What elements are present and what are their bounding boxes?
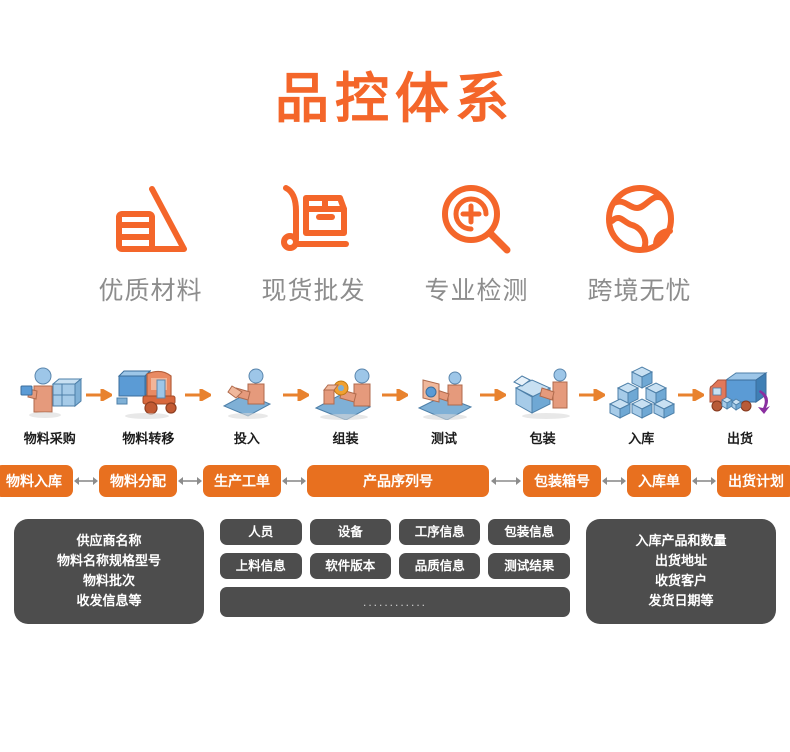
flow-arrow-icon [578,364,605,426]
double-arrow-icon [691,476,717,486]
flow-step-label: 出货 [727,430,754,446]
feature-item-quality-material: 优质材料 [69,174,232,306]
globe-icon [558,174,721,266]
delivery-truck-art [704,358,776,420]
tag-inbound-order[interactable]: 入库单 [627,464,691,497]
flow-step-label: 测试 [431,430,458,446]
detail-line: 入库产品和数量 [635,532,727,548]
detail-panel-shipping: 入库产品和数量 出货地址 收货客户 发货日期等 [585,518,777,625]
feature-item-stock-wholesale: 现货批发 [232,174,395,306]
feature-item-professional-testing: 专业检测 [395,174,558,306]
flow-step-warehousing: 入库 [605,358,677,447]
detail-panel-material: 供应商名称 物料名称规格型号 物料批次 收发信息等 [14,518,205,625]
stacked-boxes-art [605,358,677,420]
double-arrow-icon [73,476,99,486]
double-arrow-icon [281,476,307,486]
flow-step-label: 物料采购 [23,430,76,446]
flow-step-label: 物料转移 [122,430,175,446]
flow-step-label: 包装 [529,430,556,446]
hand-truck-box-icon [232,174,395,266]
double-arrow-icon [601,476,627,486]
magnifier-plus-icon [395,174,558,266]
tag-package-case-number[interactable]: 包装箱号 [523,464,601,497]
worker-feeding-art [211,358,283,420]
flow-arrow-icon [184,364,211,426]
detail-line: 收货客户 [654,572,707,588]
double-arrow-icon [489,476,523,486]
flow-step-label: 组装 [332,430,359,446]
flow-step-label: 入库 [628,430,655,446]
page-title: 品控体系 [275,69,515,129]
feature-highlights: 优质材料 现货批发 专业检测 [0,174,790,306]
worker-scanning-materials-art [14,358,86,420]
assembly-line-art [310,358,382,420]
detail-more-bar: ............ [220,586,570,617]
detail-tag-grid: 人员 设备 工序信息 包装信息 上料信息 软件版本 品质信息 测试结果 [220,518,570,579]
detail-tag-process-info[interactable]: 工序信息 [399,518,481,545]
detail-tag-quality-info[interactable]: 品质信息 [399,552,481,579]
flow-step-material-transfer: 物料转移 [113,358,185,447]
tag-material-allocation[interactable]: 物料分配 [99,464,177,497]
flow-step-assembly: 组装 [310,358,382,447]
detail-tag-personnel[interactable]: 人员 [220,518,302,545]
detail-tag-packaging-info[interactable]: 包装信息 [488,518,570,545]
flow-arrow-icon [283,364,310,426]
flow-step-material-purchase: 物料采购 [14,358,86,447]
detail-line: 供应商名称 [76,532,142,548]
flow-arrow-icon [381,364,408,426]
flow-step-input: 投入 [211,358,283,447]
detail-line: 物料名称规格型号 [57,552,162,568]
tag-production-order[interactable]: 生产工单 [203,464,281,497]
detail-tag-equipment[interactable]: 设备 [309,518,391,545]
tag-material-inbound[interactable]: 物料入库 [0,464,73,497]
detail-tag-feeding-info[interactable]: 上料信息 [220,552,302,579]
detail-tag-software-version[interactable]: 软件版本 [309,552,391,579]
forklift-art [113,358,185,420]
detail-tag-test-result[interactable]: 测试结果 [488,552,570,579]
quality-material-icon [69,174,232,266]
flow-arrow-icon [86,364,113,426]
detail-panels: 供应商名称 物料名称规格型号 物料批次 收发信息等 人员 设备 工序信息 包装信… [0,518,790,625]
flow-step-shipping: 出货 [704,358,776,447]
flow-arrow-icon [480,364,507,426]
detail-line: 出货地址 [654,552,707,568]
flow-arrow-icon [677,364,704,426]
process-flow: 物料采购 物料转移 [0,358,790,447]
flow-step-label: 投入 [233,430,260,446]
feature-label: 跨境无忧 [587,277,692,305]
feature-item-cross-border: 跨境无忧 [558,174,721,306]
flow-step-packaging: 包装 [507,358,579,447]
flow-step-testing: 测试 [408,358,480,447]
detail-line: 收发信息等 [76,592,142,608]
feature-label: 优质材料 [98,277,203,305]
tag-product-serial-number[interactable]: 产品序列号 [307,464,489,497]
feature-label: 现货批发 [261,277,366,305]
record-tag-chain: 物料入库 物料分配 生产工单 产品序列号 包装箱号 入库单 出货计划 [0,464,790,497]
testing-station-art [408,358,480,420]
detail-line: 物料批次 [83,572,136,588]
feature-label: 专业检测 [424,277,529,305]
double-arrow-icon [177,476,203,486]
detail-line: 发货日期等 [648,592,714,608]
detail-panel-production: 人员 设备 工序信息 包装信息 上料信息 软件版本 品质信息 测试结果 ....… [220,518,570,617]
packing-box-art [507,358,579,420]
tag-shipping-plan[interactable]: 出货计划 [717,464,790,497]
